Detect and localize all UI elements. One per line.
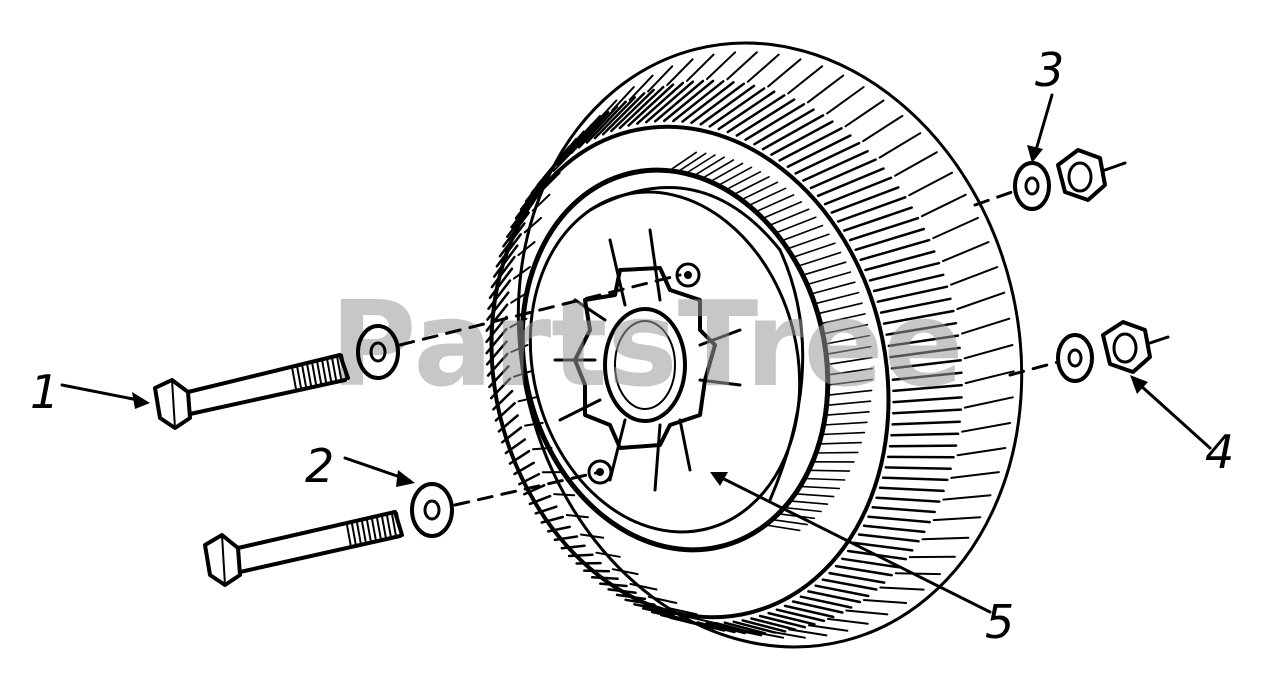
wheel-rim: [519, 151, 874, 553]
hub-bore: [603, 307, 687, 423]
callout-1: 1: [30, 365, 150, 419]
svg-text:5: 5: [985, 595, 1014, 649]
bolt-upper: [153, 353, 350, 430]
hub-flange: [573, 266, 717, 450]
bolt-hole-lower: [587, 459, 613, 485]
bolt-lower: [203, 510, 404, 587]
watermark: PartsTree: [330, 275, 964, 413]
bolt-thread: [346, 512, 402, 548]
tire-tread: [485, 51, 1015, 639]
hex-nut-lower: [1101, 320, 1152, 374]
rim-ribs: [668, 151, 874, 532]
tire: [485, 41, 1024, 649]
lock-washer-upper: [1013, 161, 1051, 211]
assembly-lines: [398, 161, 1170, 507]
bolt-hole-upper: [675, 262, 701, 288]
lock-washer-lower: [1056, 333, 1094, 383]
callout-5: 5: [710, 472, 1014, 649]
callout-2: 2: [305, 439, 415, 493]
svg-text:1: 1: [30, 365, 59, 419]
svg-text:3: 3: [1035, 43, 1064, 97]
washer-lower: [410, 482, 454, 538]
callout-4: 4: [1130, 375, 1234, 479]
bolt-thread: [291, 354, 347, 390]
washer-upper: [356, 324, 400, 380]
callout-3: 3: [1027, 43, 1064, 163]
svg-text:2: 2: [305, 439, 334, 493]
svg-text:4: 4: [1205, 425, 1234, 479]
hex-nut-upper: [1056, 148, 1107, 202]
